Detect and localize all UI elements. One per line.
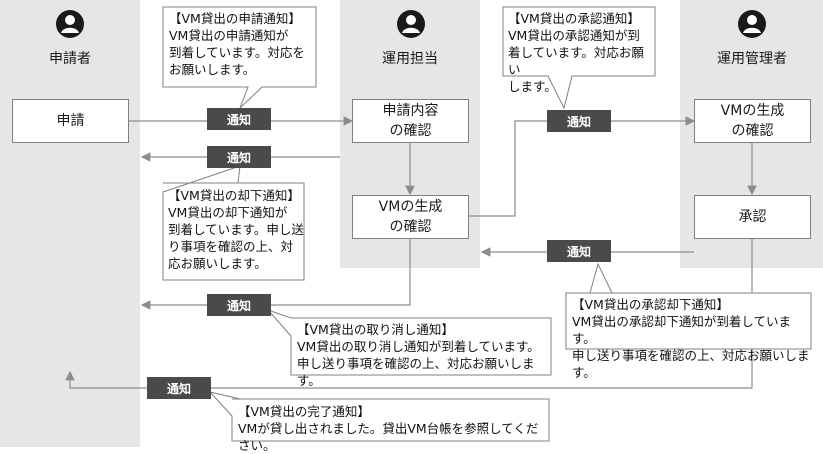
step-apply: 申請: [12, 99, 129, 143]
actor-applicant: 申請者: [49, 51, 91, 67]
user-icon: [56, 10, 84, 38]
callout-approval-rejection: [565, 262, 812, 350]
notify-badge-approval-rejection: 通知: [547, 240, 611, 262]
step-vm-check-operator: VMの生成 の確認: [352, 195, 469, 239]
notice-approval: 【VM貸出の承認通知】 VM貸出の承認通知が到 着しています。対応お願い します…: [508, 11, 644, 94]
step-approve: 承認: [694, 195, 811, 239]
actor-manager: 運用管理者: [717, 51, 787, 67]
notice-rejection: 【VM貸出の却下通知】 VM貸出の却下通知が 到着しています。申し送 り事項を確…: [168, 188, 304, 271]
notify-badge-completion: 通知: [147, 377, 211, 399]
callout-rejection: [162, 165, 305, 281]
step-vm-check-manager: VMの生成 の確認: [694, 99, 811, 143]
notice-approval-rejection: 【VM貸出の承認却下通知】 VM貸出の承認却下通知が到着しています。 申し送り事…: [572, 297, 810, 380]
step-review-request: 申請内容 の確認: [352, 99, 469, 143]
user-icon: [397, 10, 425, 38]
user-icon: [738, 10, 766, 38]
arrow-operator-to-manager: [469, 116, 696, 217]
callout-request: [162, 6, 317, 109]
callout-approval: [502, 6, 656, 110]
notify-badge-request: 通知: [207, 108, 271, 130]
notice-cancellation: 【VM貸出の取り消し通知】 VM貸出の取り消し通知が到着しています。 申し送り事…: [297, 322, 540, 388]
notice-request: 【VM貸出の申請通知】 VM貸出の申請通知が 到着しています。対応を お願いしま…: [169, 11, 305, 77]
notify-badge-approval: 通知: [547, 110, 611, 132]
callout-completion: [208, 391, 550, 442]
notice-completion: 【VM貸出の完了通知】 VMが貸し出されました。貸出VM台帳を参照してください。: [238, 404, 539, 453]
notify-badge-cancellation: 通知: [207, 294, 271, 316]
notify-badge-rejection: 通知: [207, 146, 271, 168]
actor-operator: 運用担当: [382, 51, 438, 67]
